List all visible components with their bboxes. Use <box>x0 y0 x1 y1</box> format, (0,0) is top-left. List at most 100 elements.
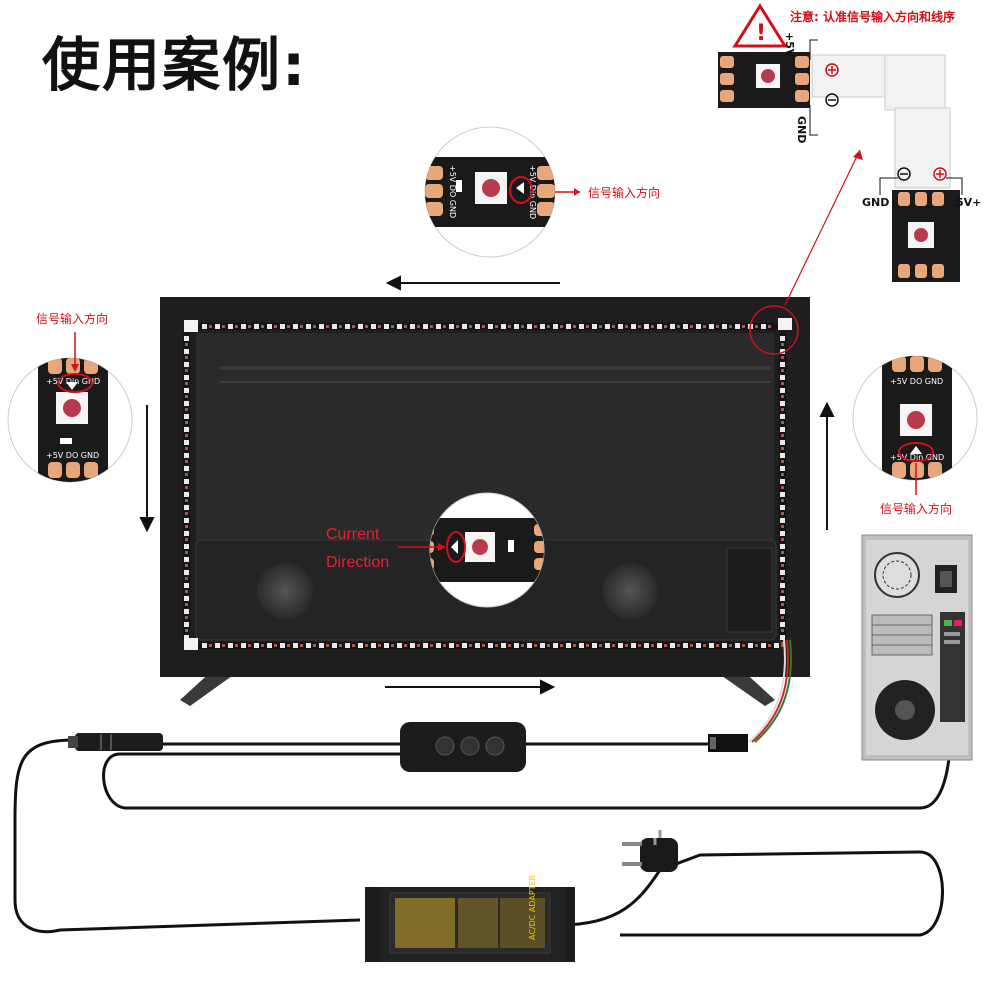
led-chip <box>267 324 272 329</box>
led-pad <box>625 325 628 328</box>
led-pad <box>703 644 706 647</box>
led-pad <box>287 644 290 647</box>
led-chip <box>722 643 727 648</box>
led-chip <box>449 324 454 329</box>
led-chip <box>780 544 785 549</box>
led-pad <box>781 395 784 398</box>
led-chip <box>579 643 584 648</box>
led-chip <box>780 518 785 523</box>
led-pad <box>430 325 433 328</box>
led-chip <box>202 324 207 329</box>
led-pad <box>716 644 719 647</box>
led-pad <box>339 325 342 328</box>
led-chip <box>605 324 610 329</box>
led-pad <box>664 644 667 647</box>
led-pad <box>781 538 784 541</box>
led-pad <box>521 644 524 647</box>
led-chip <box>605 643 610 648</box>
led-chip <box>280 324 285 329</box>
wall-plug-icon <box>622 830 678 872</box>
led-chip <box>501 324 506 329</box>
led-chip <box>488 643 493 648</box>
led-chip <box>184 414 189 419</box>
led-chip <box>184 531 189 536</box>
led-chip <box>280 643 285 648</box>
led-chip <box>319 643 324 648</box>
led-pad <box>612 325 615 328</box>
led-pad <box>456 644 459 647</box>
led-pad <box>781 473 784 476</box>
pin-5vplus-label: 5V+ <box>956 196 982 209</box>
led-pad <box>430 644 433 647</box>
led-pad <box>404 644 407 647</box>
led-chip <box>722 324 727 329</box>
led-chip <box>488 324 493 329</box>
led-pad <box>781 603 784 606</box>
direction-arrow-right <box>819 401 835 530</box>
led-pad <box>300 325 303 328</box>
signal-direction-label-top: 信号输入方向 <box>588 186 661 200</box>
led-pad <box>781 421 784 424</box>
led-pad <box>185 421 188 424</box>
tv-stand-right <box>722 668 775 706</box>
led-pad <box>261 644 264 647</box>
controller-box <box>400 722 526 772</box>
corner-connector <box>184 638 198 650</box>
led-chip <box>780 362 785 367</box>
led-pad <box>185 382 188 385</box>
led-chip <box>228 643 233 648</box>
led-chip <box>514 324 519 329</box>
led-pad <box>586 325 589 328</box>
led-chip <box>184 336 189 341</box>
led-chip <box>735 324 740 329</box>
speaker-left-icon <box>257 563 313 619</box>
led-chip <box>527 324 532 329</box>
led-pad <box>560 644 563 647</box>
led-chip <box>423 643 428 648</box>
led-chip <box>780 492 785 497</box>
led-pad <box>235 644 238 647</box>
led-pad <box>209 644 212 647</box>
led-chip <box>462 324 467 329</box>
led-chip <box>540 643 545 648</box>
led-pad <box>185 434 188 437</box>
led-pad <box>185 447 188 450</box>
led-pad <box>185 551 188 554</box>
led-pad <box>185 603 188 606</box>
signal-direction-label-left: 信号输入方向 <box>36 312 109 326</box>
led-chip <box>384 643 389 648</box>
led-pad <box>664 325 667 328</box>
led-chip <box>254 643 259 648</box>
led-pad <box>469 644 472 647</box>
led-chip <box>780 401 785 406</box>
led-chip <box>514 643 519 648</box>
led-pad <box>677 325 680 328</box>
led-pad <box>781 644 784 647</box>
led-chip <box>462 643 467 648</box>
led-chip <box>345 643 350 648</box>
led-chip <box>397 324 402 329</box>
led-chip <box>696 643 701 648</box>
led-pad <box>391 325 394 328</box>
led-chip <box>332 643 337 648</box>
led-pad <box>729 644 732 647</box>
led-chip <box>371 324 376 329</box>
led-chip <box>696 324 701 329</box>
led-pad <box>612 644 615 647</box>
led-pad <box>482 644 485 647</box>
led-chip <box>306 324 311 329</box>
led-chip <box>358 324 363 329</box>
power-adapter: AC/DC ADAPTER <box>365 874 575 962</box>
led-chip <box>319 324 324 329</box>
led-chip <box>774 643 779 648</box>
desktop-pc <box>861 534 973 761</box>
led-pad <box>638 644 641 647</box>
led-chip <box>780 505 785 510</box>
led-pad <box>768 325 771 328</box>
led-pad <box>185 525 188 528</box>
led-pad <box>443 325 446 328</box>
led-chip <box>709 324 714 329</box>
led-chip <box>241 324 246 329</box>
led-chip <box>780 635 785 640</box>
led-pad <box>287 325 290 328</box>
